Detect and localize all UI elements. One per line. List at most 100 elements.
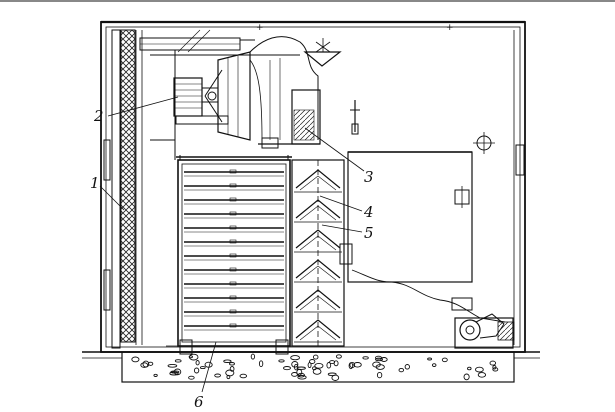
louvre-blade <box>295 259 341 279</box>
drive-roller <box>454 313 515 349</box>
gravel-stone <box>376 371 383 379</box>
louvre-blade <box>295 199 341 219</box>
gravel-stone <box>195 360 200 366</box>
louvre-blade-inner <box>299 265 337 281</box>
gravel-stone <box>297 375 307 380</box>
insulation-panel <box>120 29 136 343</box>
gravel-stone <box>404 364 410 370</box>
gravel-stone <box>312 354 319 360</box>
tray-handle <box>229 169 237 174</box>
louvre-blade <box>295 229 341 249</box>
louvre-blade-inner <box>299 235 337 251</box>
gravel-stone <box>229 366 235 372</box>
gravel-stone <box>314 362 324 369</box>
svg-text:+: + <box>256 23 264 33</box>
gravel-stone <box>312 368 322 375</box>
gravel-stone <box>239 373 248 379</box>
tray-handle <box>229 211 237 216</box>
gravel-stone <box>283 366 291 371</box>
gravel-stone <box>291 361 299 368</box>
louvre-blade-inner <box>299 325 337 341</box>
gravel-stone <box>427 357 433 361</box>
tray-handle <box>229 239 237 244</box>
gravel-stone <box>296 368 303 376</box>
gravel-stone <box>398 367 405 373</box>
gravel-stone <box>226 374 231 380</box>
label-5: 5 <box>364 224 374 242</box>
gravel-stone <box>258 360 264 368</box>
gravel-stone <box>199 366 206 370</box>
label-2: 2 <box>93 107 104 125</box>
tray-handle <box>229 183 237 188</box>
right-wall-details <box>473 30 525 345</box>
label-6: 6 <box>194 393 204 411</box>
louvre-column <box>291 159 345 347</box>
gravel-stone <box>309 359 316 364</box>
label-4: 4 <box>363 203 374 221</box>
gravel-stone <box>329 360 336 365</box>
louvre-blade-inner <box>299 205 337 221</box>
tray-handle <box>229 267 237 272</box>
tray-handle <box>229 225 237 230</box>
fan-motor <box>173 77 229 125</box>
gravel-stone <box>131 356 140 363</box>
exhaust-vent <box>303 38 342 67</box>
gravel-stone <box>463 373 470 381</box>
gravel-stone <box>142 360 150 368</box>
gravel-stone <box>326 362 332 369</box>
tray-handle <box>229 281 237 286</box>
gravel-stone <box>489 360 497 366</box>
gravel-stone <box>167 363 178 368</box>
gravel-stone <box>214 373 221 378</box>
inner-door-panel <box>339 151 506 323</box>
louvre-blade-inner <box>299 175 337 191</box>
gravel-stone <box>278 359 285 363</box>
gravel-stone <box>477 372 487 378</box>
gravel-stone <box>188 375 195 380</box>
gravel-stone <box>173 368 182 376</box>
trolley-wheels <box>166 339 300 355</box>
gravel-stone <box>204 361 213 368</box>
gravel-stone <box>353 362 362 368</box>
gravel-stone <box>153 373 158 377</box>
gravel-stone <box>348 362 354 370</box>
louvre-blade <box>295 319 341 339</box>
fan-housing <box>204 36 319 141</box>
tray-handle <box>229 323 237 328</box>
gravel-stone <box>250 353 256 360</box>
foundation-gravel <box>82 351 540 383</box>
tray-handle <box>229 309 237 314</box>
left-door-frame <box>103 29 143 349</box>
gravel-stone <box>188 355 193 359</box>
label-3: 3 <box>364 168 374 186</box>
gravel-stone <box>467 366 472 371</box>
tray-handle <box>229 253 237 258</box>
louvre-blade-inner <box>299 295 337 311</box>
gravel-stone <box>431 363 437 367</box>
upper-duct <box>139 29 300 160</box>
gravel-stone <box>380 357 388 362</box>
gravel-stone <box>475 366 484 373</box>
heater-duct <box>258 89 321 149</box>
label-1: 1 <box>90 174 100 192</box>
gravel-stone <box>170 370 180 374</box>
thermometer-sensor <box>350 100 360 135</box>
louvre-blade <box>295 169 341 189</box>
gravel-stone <box>223 359 232 363</box>
gravel-stone <box>335 354 342 359</box>
gravel-stone <box>441 357 448 363</box>
louvre-blade <box>295 289 341 309</box>
gravel-stone <box>174 359 182 363</box>
tray-handle <box>229 295 237 300</box>
gravel-stone <box>188 353 199 361</box>
gravel-stone <box>229 362 235 366</box>
gravel-stone <box>492 367 499 372</box>
gravel-stone <box>362 356 369 360</box>
leader-lines <box>99 96 365 393</box>
gravel-stone <box>140 362 149 368</box>
gravel-stone <box>296 366 306 370</box>
svg-text:+: + <box>446 23 454 33</box>
gravel-stone <box>193 367 200 374</box>
